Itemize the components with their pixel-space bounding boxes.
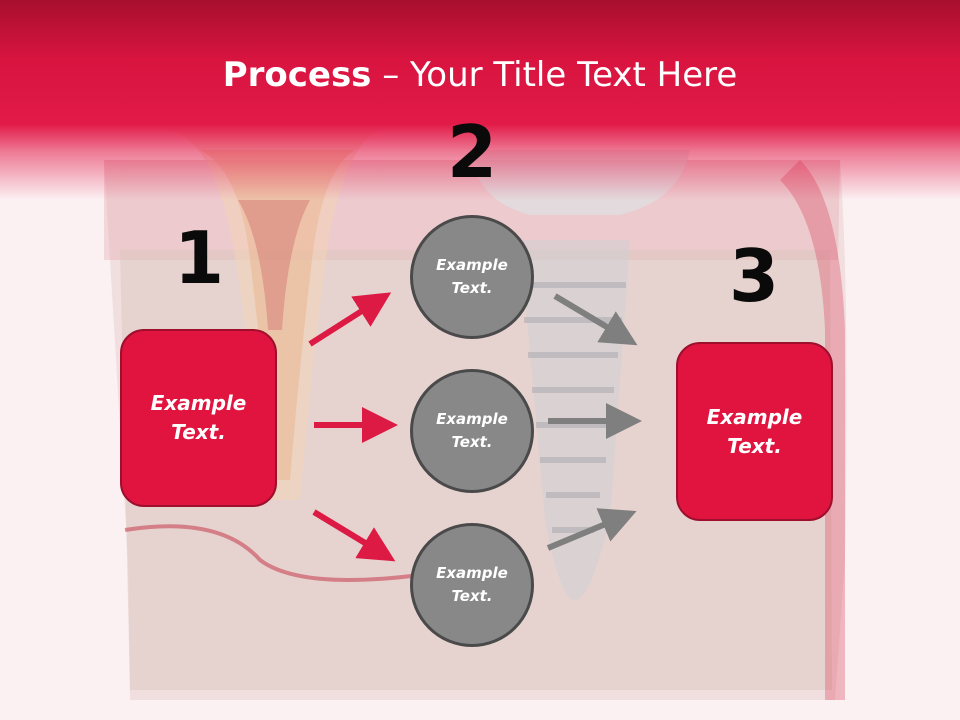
step-3-text-line2: Text. [727, 433, 782, 458]
circle-top-text-line2: Text. [451, 279, 493, 297]
step-2-circle-top: Example Text. [410, 215, 534, 339]
slide-title: Process – Your Title Text Here [0, 52, 960, 98]
step-1-text-line2: Text. [171, 420, 226, 444]
title-rest: – Your Title Text Here [371, 55, 738, 95]
step-1-box: Example Text. [120, 329, 277, 507]
step-number-1: 1 [173, 216, 225, 300]
circle-bottom-text-line1: Example [436, 564, 508, 582]
step-3-text-line1: Example [706, 404, 803, 429]
circle-middle-text-line2: Text. [451, 433, 493, 451]
header-band [0, 0, 960, 200]
step-2-circle-bottom: Example Text. [410, 523, 534, 647]
circle-bottom-text-line2: Text. [451, 587, 493, 605]
circle-top-text-line1: Example [436, 256, 508, 274]
step-number-3: 3 [728, 234, 780, 318]
step-3-box: Example Text. [676, 342, 833, 521]
step-2-circle-middle: Example Text. [410, 369, 534, 493]
title-bold: Process [222, 55, 372, 95]
step-number-2: 2 [446, 110, 498, 194]
step-1-text-line1: Example [150, 391, 247, 415]
circle-middle-text-line1: Example [436, 410, 508, 428]
